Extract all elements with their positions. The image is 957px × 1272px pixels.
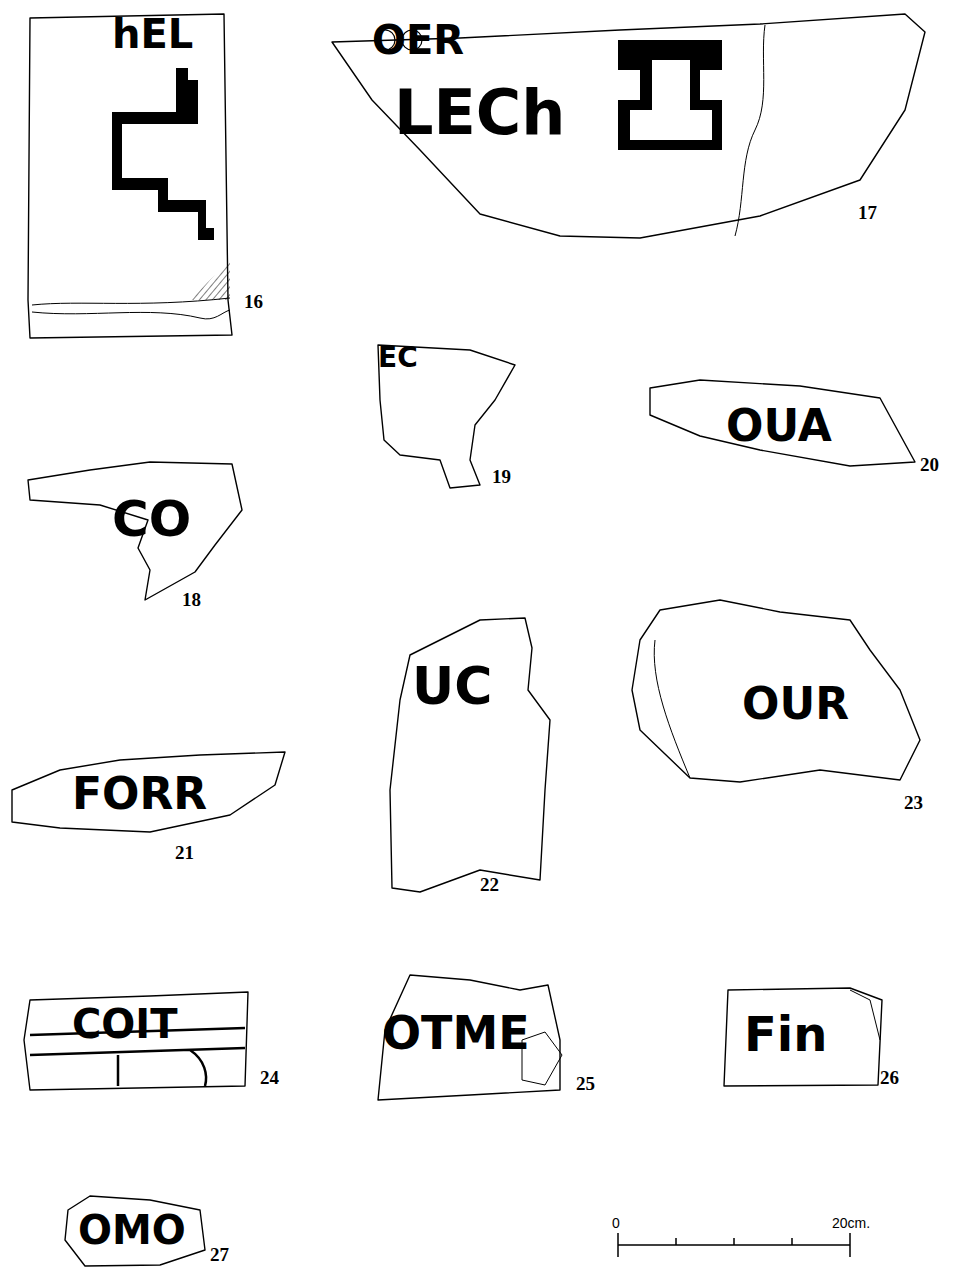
inscription-text: OUA <box>726 404 832 448</box>
inscription-text: UC <box>412 660 492 712</box>
inscription-text: CO <box>112 494 191 544</box>
scale-label: 20cm. <box>832 1216 870 1230</box>
callout-number: 23 <box>904 793 923 812</box>
cross-symbol <box>630 60 712 140</box>
hatching <box>190 260 230 300</box>
callout-number: 27 <box>210 1245 229 1264</box>
fret-pattern <box>176 92 186 112</box>
cross-symbol <box>618 40 722 150</box>
inscription-text: hEL <box>112 14 193 54</box>
callout-number: 20 <box>920 455 939 474</box>
callout-number: 25 <box>576 1074 595 1093</box>
stone-fragment: OTME <box>372 968 572 1104</box>
fragment-outline <box>380 610 562 900</box>
callout-number: 18 <box>182 590 201 609</box>
stone-fragment: COIT <box>18 988 254 1092</box>
stone-fragment: CO <box>22 456 248 604</box>
crack-line <box>735 25 765 236</box>
stone-fragment: FORR <box>6 744 292 840</box>
stone-fragment: UC <box>380 610 562 900</box>
stone-fragment: hEL <box>24 12 236 342</box>
callout-number: 16 <box>244 292 263 311</box>
break-line <box>654 640 690 778</box>
inscription-text: COIT <box>72 1004 178 1044</box>
inscription-text: OTME <box>382 1010 530 1056</box>
scale-bar <box>618 1233 850 1257</box>
fret-pattern <box>112 68 214 240</box>
scale-label: 0 <box>612 1216 620 1230</box>
callout-number: 26 <box>880 1068 899 1087</box>
inscription-text: LECh <box>394 82 566 144</box>
inscription-text: EC <box>378 344 418 372</box>
callout-number: 22 <box>480 875 499 894</box>
inscription-text: OMO <box>78 1210 186 1250</box>
base-moulding <box>32 298 230 319</box>
callout-number: 24 <box>260 1068 279 1087</box>
inscription-text: Fin <box>744 1010 827 1058</box>
inscription-text: FORR <box>72 772 207 816</box>
stone-fragment: OUA <box>644 376 920 470</box>
callout-number: 19 <box>492 467 511 486</box>
stone-fragment: OMO <box>58 1190 210 1268</box>
stone-fragment: OER LECh <box>326 8 930 244</box>
fragment-outline <box>24 12 236 342</box>
stone-fragment: Fin <box>716 980 888 1090</box>
inscription-text: OER <box>372 20 464 60</box>
callout-number: 17 <box>858 203 877 222</box>
callout-number: 21 <box>175 843 194 862</box>
inscription-text: OUR <box>742 682 849 726</box>
stone-fragment: OUR <box>628 596 924 788</box>
